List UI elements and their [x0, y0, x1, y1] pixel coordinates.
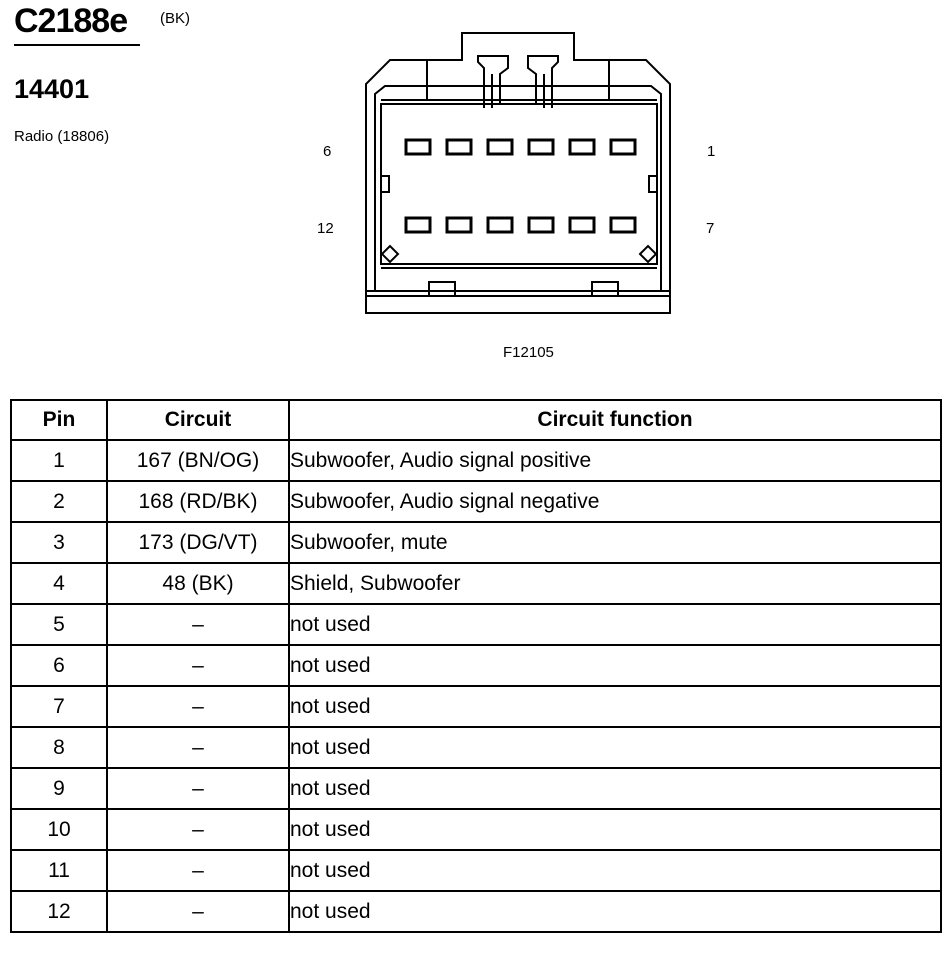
pin-cell: 11	[10, 849, 108, 892]
pin-cell: 1	[10, 439, 108, 482]
bottom-latch-left	[428, 281, 456, 297]
function-cell: not used	[288, 644, 942, 687]
circuit-cell: –	[106, 890, 290, 933]
circuit-cell: 48 (BK)	[106, 562, 290, 605]
function-cell: not used	[288, 767, 942, 810]
table-row: 11 – not used	[10, 849, 942, 892]
pin-cell: 7	[10, 685, 108, 728]
circuit-cell: –	[106, 644, 290, 687]
function-cell: Shield, Subwoofer	[288, 562, 942, 605]
pin-cavity	[609, 216, 637, 234]
pin-cell: 5	[10, 603, 108, 646]
connector-id: C2188e	[14, 2, 128, 40]
connector-cavity	[380, 103, 658, 265]
pin-cavity	[527, 138, 555, 156]
pin-cavity	[568, 216, 596, 234]
header-pin: Pin	[10, 399, 108, 441]
table-row: 1 167 (BN/OG) Subwoofer, Audio signal po…	[10, 439, 942, 482]
header-circuit-function: Circuit function	[288, 399, 942, 441]
title-underline	[14, 44, 140, 46]
circuit-cell: –	[106, 685, 290, 728]
circuit-cell: –	[106, 767, 290, 810]
pin-cavity	[404, 216, 432, 234]
function-cell: not used	[288, 603, 942, 646]
table-header-row: Pin Circuit Circuit function	[10, 399, 942, 441]
function-cell: not used	[288, 808, 942, 851]
connector-color: (BK)	[160, 10, 190, 27]
pin-cell: 4	[10, 562, 108, 605]
circuit-cell: 168 (RD/BK)	[106, 480, 290, 523]
table-row: 4 48 (BK) Shield, Subwoofer	[10, 562, 942, 605]
connector-housing-outline	[365, 32, 671, 314]
corner-diamond-left	[380, 244, 400, 264]
pin-cell: 10	[10, 808, 108, 851]
pin-cell: 9	[10, 767, 108, 810]
table-row: 5 – not used	[10, 603, 942, 646]
figure-code: F12105	[503, 344, 554, 361]
function-cell: not used	[288, 849, 942, 892]
table-row: 12 – not used	[10, 890, 942, 933]
pin-label-top-left: 6	[323, 143, 332, 160]
left-key	[380, 175, 390, 193]
pin-cell: 12	[10, 890, 108, 933]
pin-cavity	[445, 216, 473, 234]
header-circuit: Circuit	[106, 399, 290, 441]
lock-tab	[477, 55, 559, 108]
pinout-table: Pin Circuit Circuit function 1 167 (BN/O…	[10, 399, 942, 933]
function-cell: not used	[288, 726, 942, 769]
pin-cavity	[568, 138, 596, 156]
circuit-cell: –	[106, 603, 290, 646]
pin-label-bottom-left: 12	[317, 220, 334, 237]
table-row: 10 – not used	[10, 808, 942, 851]
right-key	[648, 175, 658, 193]
table-row: 2 168 (RD/BK) Subwoofer, Audio signal ne…	[10, 480, 942, 523]
pin-cell: 6	[10, 644, 108, 687]
circuit-cell: –	[106, 849, 290, 892]
pin-cell: 2	[10, 480, 108, 523]
circuit-cell: 167 (BN/OG)	[106, 439, 290, 482]
pin-cavity	[404, 138, 432, 156]
pin-cavity	[445, 138, 473, 156]
function-cell: not used	[288, 685, 942, 728]
circuit-cell: –	[106, 726, 290, 769]
bottom-latch-right	[591, 281, 619, 297]
pin-cavity	[486, 138, 514, 156]
pin-cell: 8	[10, 726, 108, 769]
component-name: Radio (18806)	[14, 128, 110, 145]
pin-cell: 3	[10, 521, 108, 564]
function-cell: not used	[288, 890, 942, 933]
function-cell: Subwoofer, mute	[288, 521, 942, 564]
table-row: 6 – not used	[10, 644, 942, 687]
part-number: 14401	[14, 74, 90, 104]
table-row: 7 – not used	[10, 685, 942, 728]
pin-cavity	[527, 216, 555, 234]
table-row: 8 – not used	[10, 726, 942, 769]
circuit-cell: –	[106, 808, 290, 851]
pin-cavity	[486, 216, 514, 234]
table-row: 9 – not used	[10, 767, 942, 810]
function-cell: Subwoofer, Audio signal negative	[288, 480, 942, 523]
pin-label-bottom-right: 7	[706, 220, 715, 237]
pin-label-top-right: 1	[707, 143, 716, 160]
connector-face-diagram	[365, 32, 671, 314]
connector-inner-frame	[374, 85, 662, 291]
circuit-cell: 173 (DG/VT)	[106, 521, 290, 564]
function-cell: Subwoofer, Audio signal positive	[288, 439, 942, 482]
pin-cavity	[609, 138, 637, 156]
corner-diamond-right	[638, 244, 658, 264]
table-row: 3 173 (DG/VT) Subwoofer, mute	[10, 521, 942, 564]
